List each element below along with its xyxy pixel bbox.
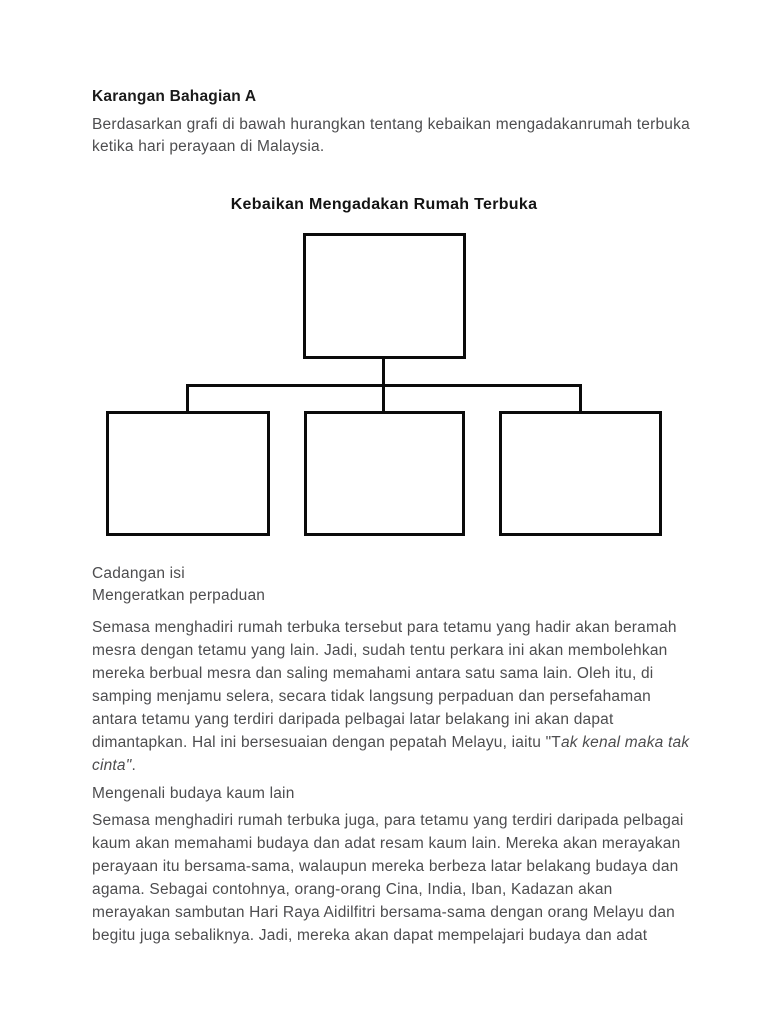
paragraph-1-period: . xyxy=(131,757,136,774)
section-heading: Karangan Bahagian A xyxy=(92,88,257,105)
connector-line-horizontal xyxy=(186,384,582,387)
diagram-child-box-middle xyxy=(304,411,465,536)
diagram-parent-box xyxy=(303,233,466,359)
diagram-child-box-right xyxy=(499,411,662,536)
intro-paragraph: Berdasarkan grafi di bawah hurangkan ten… xyxy=(92,116,690,155)
diagram-child-box-left xyxy=(106,411,270,536)
paragraph-1-text: Semasa menghadiri rumah terbuka tersebut… xyxy=(92,619,677,751)
paragraph-1: Semasa menghadiri rumah terbuka tersebut… xyxy=(92,616,697,777)
connector-line-vertical-right xyxy=(579,386,582,412)
diagram-title: Kebaikan Mengadakan Rumah Terbuka xyxy=(230,196,538,213)
point-heading-1: Mengeratkan perpaduan xyxy=(92,587,266,604)
paragraph-1-proverb: ak kenal maka tak cinta" xyxy=(92,734,690,774)
point-heading-2: Mengenali budaya kaum lain xyxy=(92,785,295,802)
paragraph-2: Semasa menghadiri rumah terbuka juga, pa… xyxy=(92,812,684,944)
suggestions-label: Cadangan isi xyxy=(92,565,185,582)
connector-line-vertical-left xyxy=(186,386,189,412)
